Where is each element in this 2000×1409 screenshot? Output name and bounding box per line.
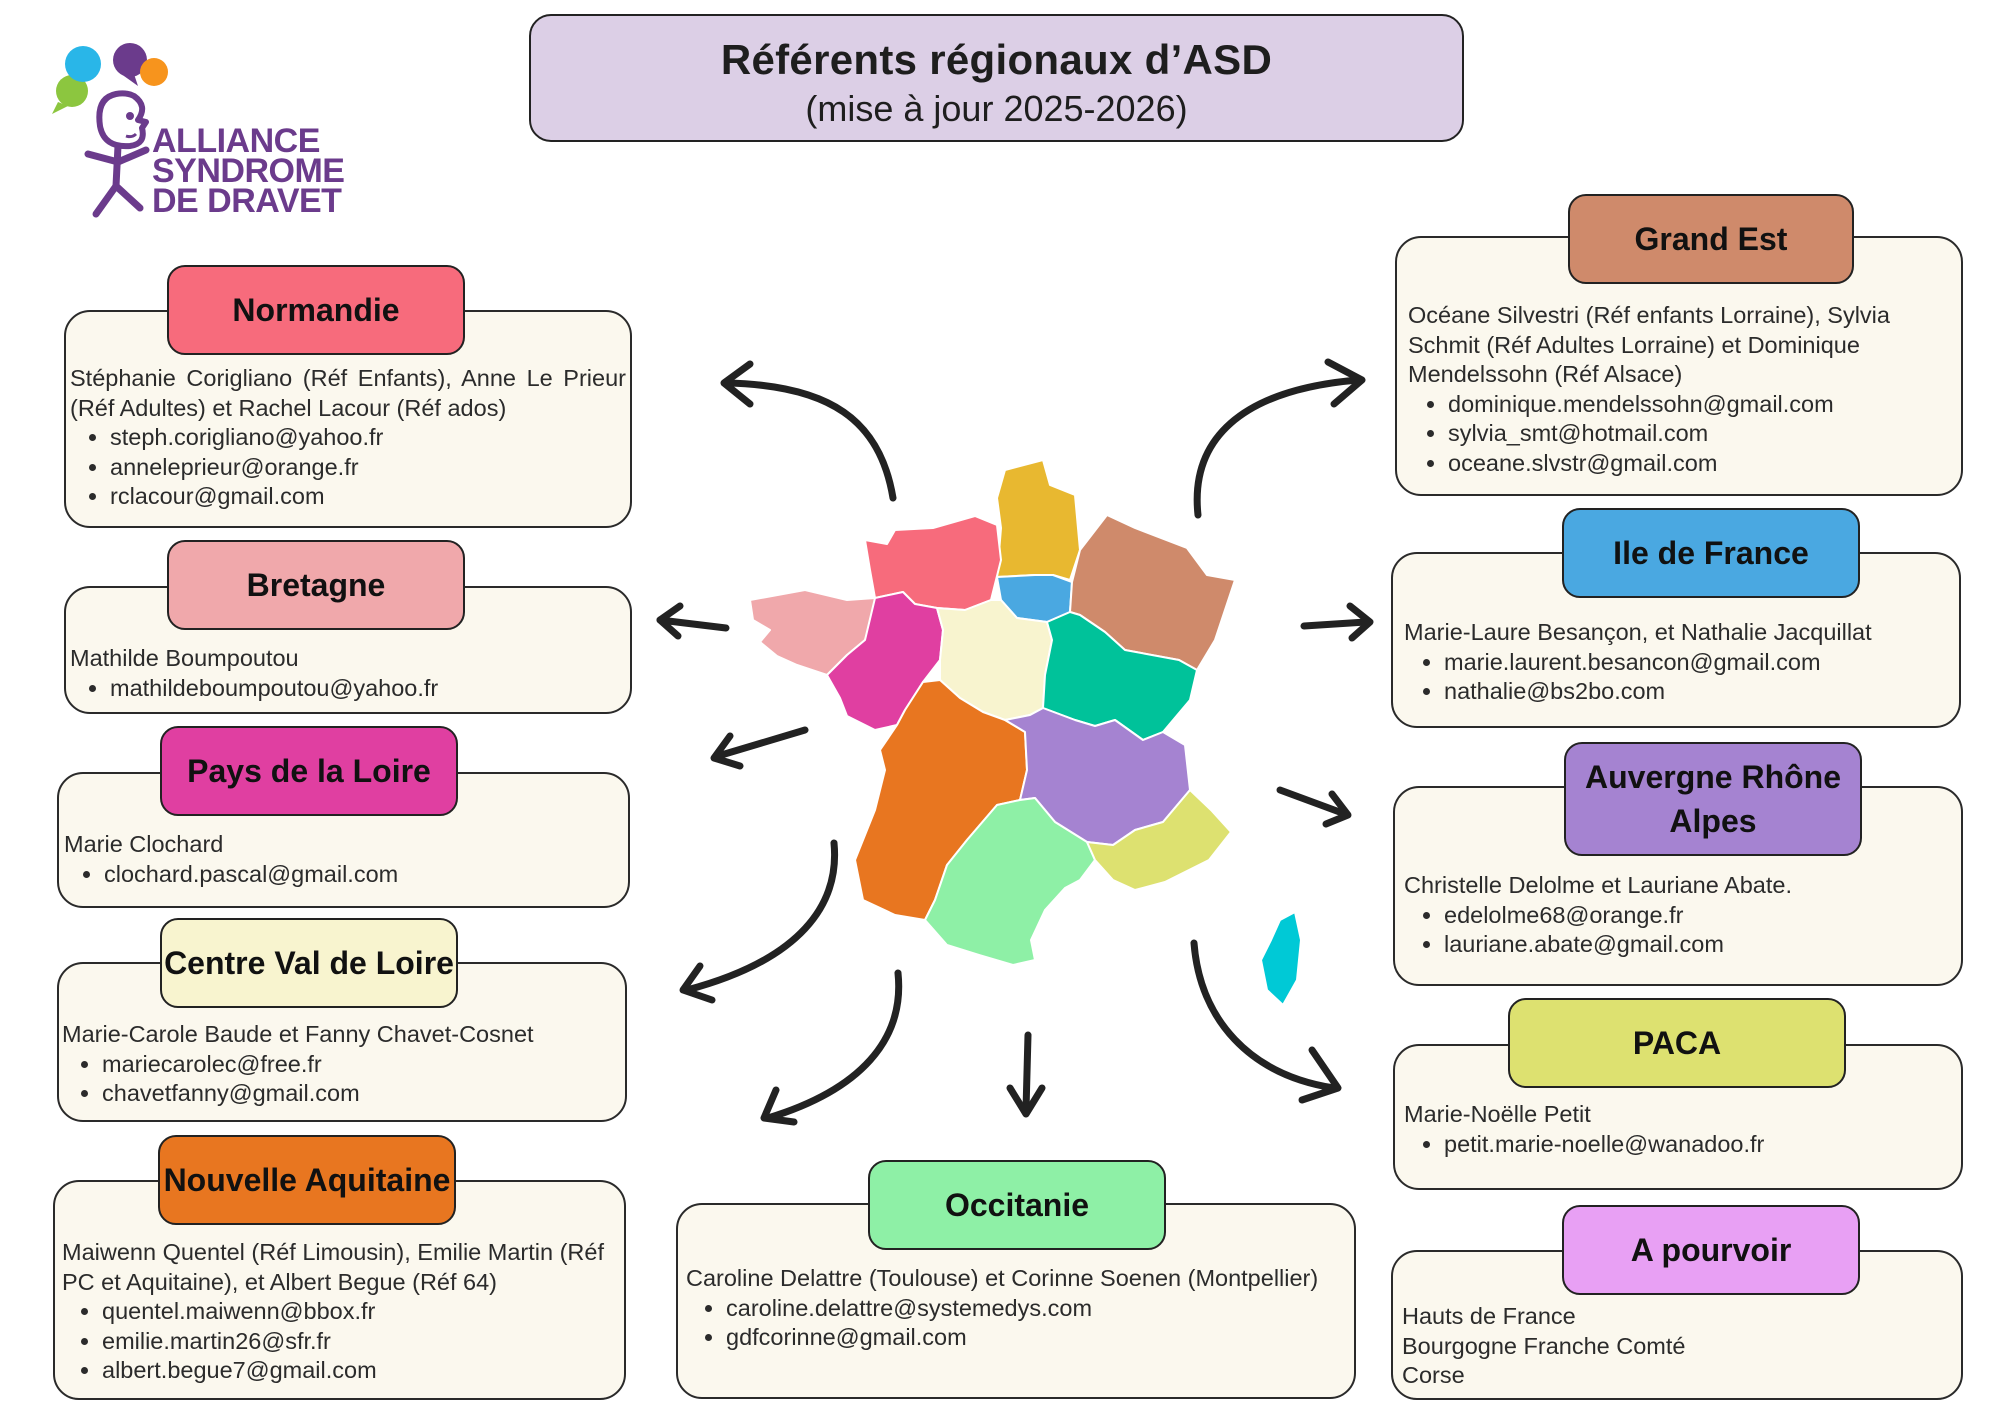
email-link[interactable]: dominique.mendelssohn@gmail.com xyxy=(1448,390,1956,420)
arrow-bretagne-icon xyxy=(656,616,730,632)
france-map xyxy=(749,459,1302,1006)
pill-a-pourvoir: A pourvoir xyxy=(1562,1205,1860,1295)
email-link[interactable]: oceane.slvstr@gmail.com xyxy=(1448,449,1956,479)
arrow-occitanie-head-icon xyxy=(1006,1084,1046,1118)
pill-auvergne-rhone-alpes: Auvergne Rhône Alpes xyxy=(1564,742,1862,856)
ile-de-france-contacts: Marie-Laure Besançon, et Nathalie Jacqui… xyxy=(1404,619,1872,645)
pill-auvergne-rhone-alpes-line-2: Alpes xyxy=(1669,803,1757,839)
map-region-hauts-de-france xyxy=(996,459,1081,581)
pill-grand-est: Grand Est xyxy=(1568,194,1854,284)
email-link[interactable]: emilie.martin26@sfr.fr xyxy=(102,1327,622,1357)
email-link[interactable]: rclacour@gmail.com xyxy=(110,482,626,512)
email-link[interactable]: caroline.delattre@systemedys.com xyxy=(726,1294,1346,1324)
arrow-normandie-head-icon xyxy=(720,360,754,408)
email-link[interactable]: marie.laurent.besancon@gmail.com xyxy=(1444,648,1954,678)
card-occitanie-body: Caroline Delattre (Toulouse) et Corinne … xyxy=(686,1264,1346,1353)
arrow-paca-head-icon xyxy=(1298,1046,1342,1104)
arrow-aquitaine-head-icon xyxy=(760,1086,798,1126)
title-banner: Référents régionaux d’ASD (mise à jour 2… xyxy=(529,14,1464,142)
arrow-occitanie-icon xyxy=(1022,1031,1032,1114)
card-normandie-body: Stéphanie Corigliano (Réf Enfants), Anne… xyxy=(70,364,626,512)
email-link[interactable]: albert.begue7@gmail.com xyxy=(102,1356,622,1386)
pays-de-la-loire-contacts: Marie Clochard xyxy=(64,831,224,857)
arrow-centre-head-icon xyxy=(679,962,716,1004)
email-link[interactable]: gdfcorinne@gmail.com xyxy=(726,1323,1346,1353)
grand-est-contacts: Océane Silvestri (Réf enfants Lorraine),… xyxy=(1408,302,1890,387)
card-centre-val-de-loire-body: Marie-Carole Baude et Fanny Chavet-Cosne… xyxy=(62,1020,622,1109)
a-pourvoir-region: Bourgogne Franche Comté xyxy=(1402,1332,1686,1359)
pill-normandie: Normandie xyxy=(167,265,465,355)
a-pourvoir-region: Hauts de France xyxy=(1402,1303,1576,1329)
card-grand-est-body: Océane Silvestri (Réf enfants Lorraine),… xyxy=(1408,301,1956,478)
bretagne-contacts: Mathilde Boumpoutou xyxy=(70,645,299,671)
card-nouvelle-aquitaine-body: Maiwenn Quentel (Réf Limousin), Emilie M… xyxy=(62,1238,622,1386)
arrow-grand-est-head-icon xyxy=(1324,358,1366,408)
logo-wordmark: ALLIANCE SYNDROME DE DRAVET xyxy=(152,122,345,220)
email-link[interactable]: clochard.pascal@gmail.com xyxy=(104,860,624,890)
logo-line-1: ALLIANCE xyxy=(152,122,320,160)
pill-ile-de-france: Ile de France xyxy=(1562,508,1860,598)
logo-line-3: DE DRAVET xyxy=(152,182,342,220)
pill-auvergne-rhone-alpes-line-1: Auvergne Rhône xyxy=(1584,759,1842,795)
page-subtitle: (mise à jour 2025-2026) xyxy=(805,88,1188,129)
email-link[interactable]: petit.marie-noelle@wanadoo.fr xyxy=(1444,1130,1954,1160)
card-a-pourvoir-body: Hauts de France Bourgogne Franche Comté … xyxy=(1402,1302,1952,1391)
centre-val-de-loire-contacts: Marie-Carole Baude et Fanny Chavet-Cosne… xyxy=(62,1021,534,1047)
arrow-bretagne-head-icon xyxy=(656,602,684,640)
pill-paca: PACA xyxy=(1508,998,1846,1088)
dravet-person-logo-icon xyxy=(52,43,168,218)
email-link[interactable]: sylvia_smt@hotmail.com xyxy=(1448,419,1956,449)
arrow-idf-head-icon xyxy=(1346,602,1374,642)
occitanie-contacts: Caroline Delattre (Toulouse) et Corinne … xyxy=(686,1265,1319,1291)
card-paca-body: Marie-Noëlle Petit petit.marie-noelle@wa… xyxy=(1404,1100,1954,1159)
auvergne-rhone-alpes-contacts: Christelle Delolme et Lauriane Abate. xyxy=(1404,872,1792,898)
email-link[interactable]: chavetfanny@gmail.com xyxy=(102,1079,622,1109)
pill-occitanie: Occitanie xyxy=(868,1160,1166,1250)
card-bretagne-body: Mathilde Boumpoutou mathildeboumpoutou@y… xyxy=(70,644,626,703)
email-link[interactable]: anneleprieur@orange.fr xyxy=(110,453,626,483)
email-link[interactable]: mathildeboumpoutou@yahoo.fr xyxy=(110,674,626,704)
pill-centre-val-de-loire: Centre Val de Loire xyxy=(160,918,458,1008)
map-region-corse xyxy=(1260,911,1302,1006)
email-link[interactable]: nathalie@bs2bo.com xyxy=(1444,677,1954,707)
email-link[interactable]: edelolme68@orange.fr xyxy=(1444,901,1954,931)
pill-pays-de-la-loire: Pays de la Loire xyxy=(160,726,458,816)
paca-contacts: Marie-Noëlle Petit xyxy=(1404,1101,1591,1127)
page-title: Référents régionaux d’ASD xyxy=(720,36,1273,83)
nouvelle-aquitaine-contacts: Maiwenn Quentel (Réf Limousin), Emilie M… xyxy=(62,1239,604,1295)
a-pourvoir-region: Corse xyxy=(1402,1362,1465,1388)
card-ile-de-france-body: Marie-Laure Besançon, et Nathalie Jacqui… xyxy=(1404,618,1954,707)
email-link[interactable]: steph.corigliano@yahoo.fr xyxy=(110,423,626,453)
card-auvergne-rhone-alpes-body: Christelle Delolme et Lauriane Abate. ed… xyxy=(1404,871,1954,960)
map-region-paca xyxy=(1086,789,1232,891)
email-link[interactable]: quentel.maiwenn@bbox.fr xyxy=(102,1297,622,1327)
logo-line-2: SYNDROME xyxy=(152,152,345,190)
pill-bretagne: Bretagne xyxy=(167,540,465,630)
email-link[interactable]: lauriane.abate@gmail.com xyxy=(1444,930,1954,960)
pill-nouvelle-aquitaine: Nouvelle Aquitaine xyxy=(158,1135,456,1225)
normandie-contacts: Stéphanie Corigliano (Réf Enfants), Anne… xyxy=(70,365,626,421)
email-link[interactable]: mariecarolec@free.fr xyxy=(102,1050,622,1080)
card-pays-de-la-loire-body: Marie Clochard clochard.pascal@gmail.com xyxy=(64,830,624,889)
